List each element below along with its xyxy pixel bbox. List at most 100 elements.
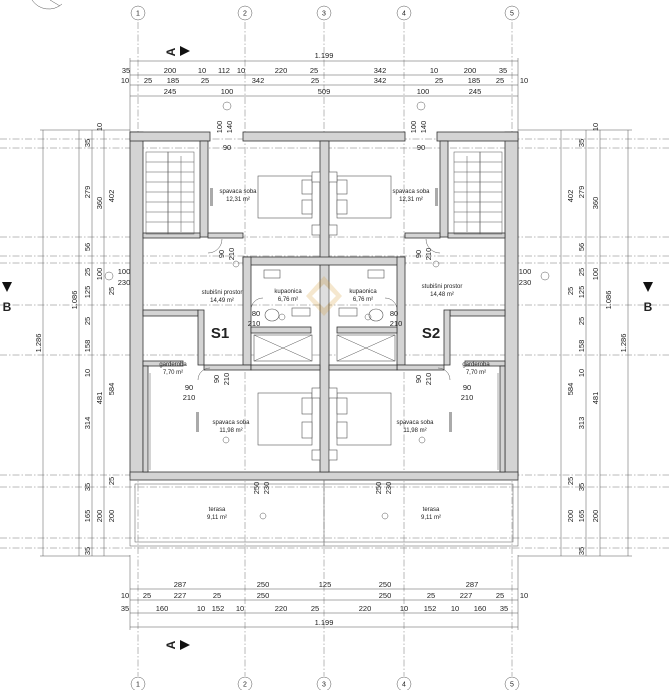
dimension-value: 35: [577, 547, 586, 555]
dimension-value: 584: [107, 383, 116, 396]
dimension-value: 25: [496, 591, 504, 600]
opening-value: 210: [227, 248, 236, 261]
dimension-value: 1.286: [619, 334, 628, 353]
dimension-value: 250: [379, 591, 392, 600]
room-labels: spavaca soba 12,31 m² spavaca soba 12,31…: [159, 189, 490, 521]
dimension-value: 10: [400, 604, 408, 613]
dimension-value: 481: [95, 392, 104, 405]
dimension-value: 1.086: [70, 291, 79, 310]
dimension-value: 10: [121, 591, 129, 600]
dimension-value: 125: [83, 286, 92, 299]
dimension-value: 152: [212, 604, 225, 613]
opening-value: 90: [185, 383, 193, 392]
room-name: garderoba: [159, 362, 187, 368]
dimension-value: 250: [379, 580, 392, 589]
room-area: 6,76 m²: [353, 297, 373, 303]
dimension-value: 25: [311, 76, 319, 85]
room-area: 12,31 m²: [226, 197, 250, 203]
room-name: spavaca soba: [396, 420, 434, 426]
axis-label: 3: [322, 682, 326, 689]
dimension-value: 342: [374, 66, 387, 75]
unit-label-s1: S1: [211, 325, 229, 342]
dimension-value: 25: [577, 317, 586, 325]
dimension-value: 10: [236, 604, 244, 613]
dimension-value: 125: [577, 286, 586, 299]
dimension-value: 342: [374, 76, 387, 85]
dimension-value: 10: [451, 604, 459, 613]
dimension-value: 200: [107, 510, 116, 523]
opening-value: 210: [222, 373, 231, 386]
dimensions-left: 1.286 1.086 35 279 56 25 125 25 158 10 3…: [34, 123, 130, 557]
dimension-value: 160: [156, 604, 169, 613]
dimension-value: 25: [311, 604, 319, 613]
dimension-value: 152: [424, 604, 437, 613]
opening-value: 80: [252, 309, 260, 318]
dimension-value: 100: [95, 268, 104, 281]
room-area: 9,11 m²: [421, 515, 441, 521]
dimension-value: 158: [577, 340, 586, 353]
dimension-value: 10: [430, 66, 438, 75]
opening-value: 230: [262, 482, 271, 495]
dimension-value: 25: [435, 76, 443, 85]
dimension-value: 481: [591, 392, 600, 405]
dimension-value: 35: [83, 139, 92, 147]
room-name: kupaonica: [349, 289, 377, 295]
staircase-left: [145, 151, 195, 235]
dimension-value: 250: [257, 591, 270, 600]
dimension-value: 402: [107, 190, 116, 203]
axis-label: 5: [510, 11, 514, 18]
opening-value: 100: [519, 267, 532, 276]
opening-value: 90: [217, 250, 226, 258]
opening-value: 210: [248, 319, 261, 328]
axis-label: 2: [243, 682, 247, 689]
room-name: spavaca soba: [392, 189, 430, 195]
dimension-value: 10: [237, 66, 245, 75]
room-area: 11,98 m²: [219, 428, 242, 434]
dimension-value: 10: [95, 123, 104, 131]
opening-value: 90: [223, 143, 231, 152]
room-name: spavaca soba: [212, 420, 250, 426]
dimension-value: 200: [566, 510, 575, 523]
opening-value: 140: [225, 121, 234, 134]
dimensions-right: 402 25 584 25 200 35 279 56 25 125 25 15…: [518, 123, 632, 557]
door-swings: [197, 238, 451, 381]
opening-value: 90: [414, 250, 423, 258]
dimension-value: 200: [164, 66, 177, 75]
dimension-value: 35: [83, 547, 92, 555]
room-name: kupaonica: [274, 289, 302, 295]
terrace-outline: [129, 479, 519, 547]
dimension-value: 10: [577, 369, 586, 377]
dimension-value: 10: [591, 123, 600, 131]
dimension-value: 287: [174, 580, 187, 589]
opening-value: 80: [390, 309, 398, 318]
dimension-value: 100: [591, 268, 600, 281]
dimension-value: 185: [468, 76, 481, 85]
dimension-value: 35: [577, 483, 586, 491]
dimension-value: 360: [95, 197, 104, 210]
dimension-value: 165: [577, 510, 586, 523]
dimension-value: 509: [318, 87, 331, 96]
opening-value: 140: [419, 121, 428, 134]
axis-label: 1: [136, 11, 140, 18]
dimension-value: 220: [275, 66, 288, 75]
room-name: spavaca soba: [219, 189, 257, 195]
axis-markers-top: 1 2 3 4 5: [130, 5, 520, 21]
dimension-value: 160: [474, 604, 487, 613]
dimension-value: 56: [83, 243, 92, 251]
opening-value: 90: [414, 375, 423, 383]
room-area: 9,11 m²: [207, 515, 227, 521]
dimension-value: 158: [83, 340, 92, 353]
dimension-value: 25: [83, 268, 92, 276]
dimension-value: 35: [122, 66, 130, 75]
opening-value: 210: [424, 248, 433, 261]
opening-labels: 100 140 90 100 140 90 100 230 100 230 90…: [118, 121, 532, 495]
axis-label: 4: [402, 682, 406, 689]
dimensions-bottom: 287 250 125 250 287 10 25 227 25 250 250…: [121, 555, 528, 630]
dimension-value: 25: [310, 66, 318, 75]
dimension-value: 1.286: [34, 334, 43, 353]
dimension-value: 25: [201, 76, 209, 85]
dimension-value: 245: [164, 87, 177, 96]
dimension-value: 25: [427, 591, 435, 600]
dimension-value: 35: [121, 604, 129, 613]
opening-value: 100: [409, 121, 418, 134]
